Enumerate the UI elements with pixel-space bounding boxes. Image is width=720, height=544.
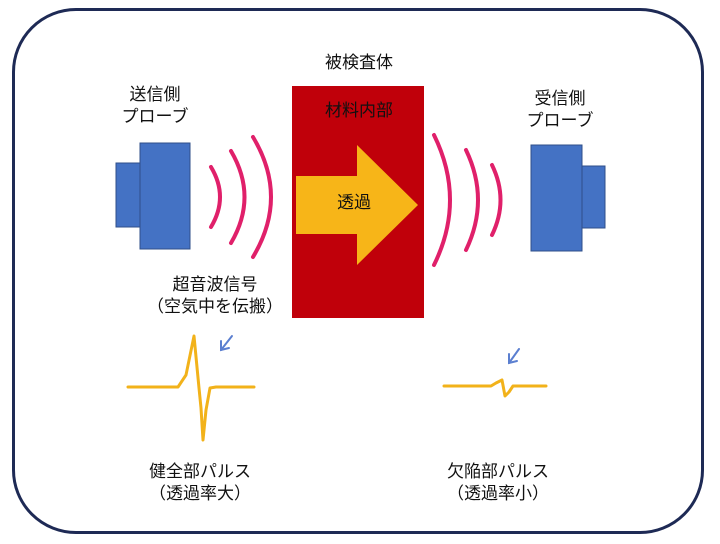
defect-pulse-label-line2: （透過率小）	[447, 484, 549, 504]
transmission-label: 透過	[337, 193, 371, 213]
healthy-pulse-pointer	[220, 335, 233, 352]
healthy-pulse-label-line2: （透過率大）	[149, 484, 251, 504]
recv-probe-label-line2: プローブ	[526, 111, 594, 131]
recv-probe-label-line1: 受信側	[534, 89, 586, 109]
send-probe-label-line2: プローブ	[121, 107, 189, 127]
send-probe-connector	[115, 162, 141, 228]
recv-probe-connector	[581, 165, 606, 229]
transmitted-wave-3	[490, 163, 503, 237]
incident-wave-1	[209, 165, 222, 229]
transmitted-waves	[432, 133, 503, 267]
healthy-pointer-head	[220, 340, 230, 352]
defect-pulse-label-line1: 欠陥部パルス	[447, 462, 549, 482]
send-probe-body	[139, 142, 191, 250]
healthy-pulse-label-line1: 健全部パルス	[149, 462, 251, 482]
specimen-title: 被検査体	[325, 53, 393, 73]
incident-wave-3	[251, 135, 273, 259]
signal-label-line1: 超音波信号	[172, 275, 258, 295]
defect-pointer-shaft	[508, 348, 520, 364]
specimen-inner-label: 材料内部	[325, 101, 393, 121]
defect-pointer-head	[508, 353, 518, 365]
recv-probe-body	[530, 144, 583, 252]
incident-wave-2	[229, 149, 247, 245]
transmitted-wave-1	[432, 133, 452, 267]
send-probe-label-line1: 送信側	[129, 85, 181, 105]
defect-pulse-waveform	[442, 378, 548, 398]
healthy-pulse-waveform	[126, 334, 256, 442]
healthy-pointer-shaft	[220, 335, 233, 351]
transmitted-wave-2	[464, 148, 480, 252]
incident-waves	[209, 135, 273, 259]
signal-label-line2: （空気中を伝搬）	[147, 297, 283, 317]
transmission-arrow	[296, 145, 418, 265]
defect-pulse-pointer	[508, 348, 520, 365]
